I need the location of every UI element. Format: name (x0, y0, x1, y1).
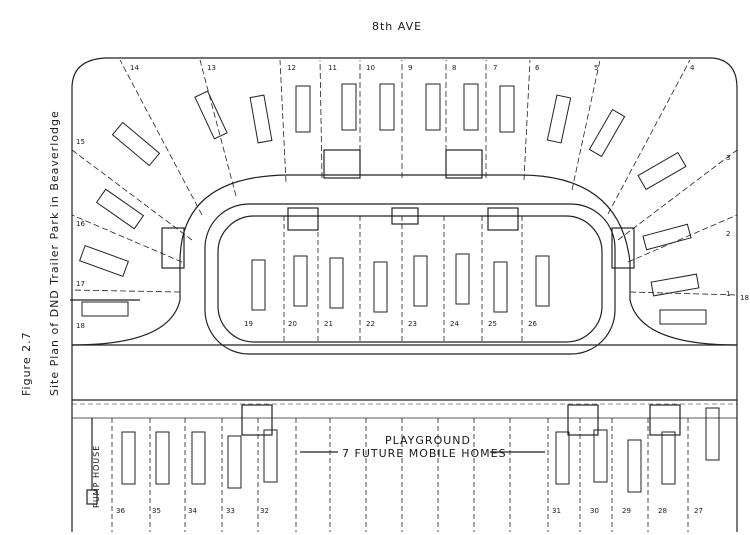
figure-label: Figure 2.7 (20, 331, 33, 396)
lot-label: 32 (260, 507, 269, 515)
lot-label: 24 (450, 320, 459, 328)
lot-label: 35 (152, 507, 161, 515)
lot-label: 34 (188, 507, 197, 515)
lot-label: 14 (130, 64, 139, 72)
lot-label: 26 (528, 320, 537, 328)
lot-label: 18 (740, 294, 749, 302)
lot-label: 8 (452, 64, 456, 72)
center-island-outer (204, 203, 616, 355)
lot-label: 3 (726, 154, 730, 162)
lot-label: 11 (328, 64, 337, 72)
lot-label: 13 (207, 64, 216, 72)
lot-label: 2 (726, 230, 730, 238)
lot-label: 4 (690, 64, 695, 72)
lot-label: 6 (535, 64, 540, 72)
lot-label: 23 (408, 320, 417, 328)
lot-label: 20 (288, 320, 297, 328)
lot-label: 21 (324, 320, 333, 328)
loop-road-outer (71, 174, 738, 346)
lot-label: 12 (287, 64, 296, 72)
pump-house-label: PUMP HOUSE (92, 444, 101, 508)
lot-label: 7 (493, 64, 497, 72)
lot-label: 28 (658, 507, 667, 515)
lot-label: 36 (116, 507, 125, 515)
playground-label: PLAYGROUND (385, 434, 471, 447)
lot-label: 31 (552, 507, 561, 515)
lot-label: 18 (76, 322, 85, 330)
center-island-inner (217, 215, 603, 343)
lot-label: 29 (622, 507, 631, 515)
lot-label: 30 (590, 507, 599, 515)
lot-label: 25 (488, 320, 497, 328)
lot-label: 33 (226, 507, 235, 515)
lot-label: 17 (76, 280, 85, 288)
figure-caption: Site Plan of DND Trailer Park in Beaverl… (48, 110, 61, 396)
lot-label: 16 (76, 220, 85, 228)
future-homes-label: 7 FUTURE MOBILE HOMES (342, 447, 507, 460)
lot-label: 10 (366, 64, 375, 72)
lot-label: 27 (694, 507, 703, 515)
street-name: 8th AVE (372, 20, 423, 33)
lot-label: 1 (726, 290, 730, 298)
lot-label: 15 (76, 138, 85, 146)
lot-label: 22 (366, 320, 375, 328)
park-boundary (71, 57, 738, 532)
lot-label: 9 (408, 64, 412, 72)
lot-label: 5 (594, 64, 598, 72)
lot-label: 19 (244, 320, 253, 328)
